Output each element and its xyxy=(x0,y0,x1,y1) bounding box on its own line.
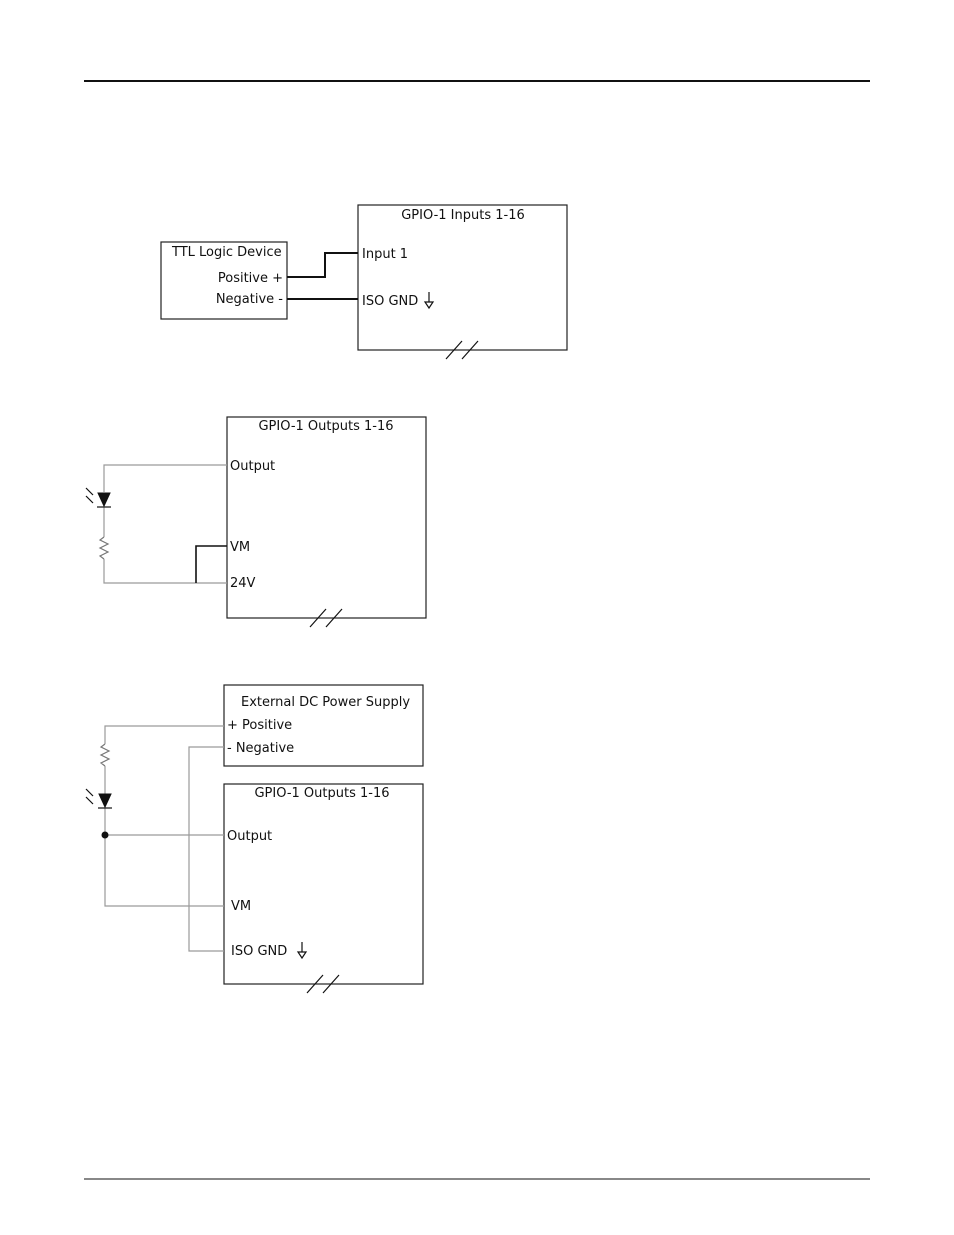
led-icon xyxy=(86,789,112,808)
v24-label: 24V xyxy=(230,576,256,591)
wire-resistor-to-24v xyxy=(104,559,227,583)
ttl-device-title: TTL Logic Device xyxy=(171,245,282,260)
junction-node-icon xyxy=(102,832,109,839)
gpio-outputs-title: GPIO-1 Outputs 1-16 xyxy=(258,419,393,434)
wire-led-node-to-vm xyxy=(105,808,224,906)
resistor-icon xyxy=(100,537,108,559)
resistor-icon xyxy=(101,744,109,766)
gpio-inputs-box xyxy=(358,205,567,350)
diagram-ttl-input: TTL Logic Device Positive + Negative - G… xyxy=(161,205,567,359)
jumper-vm-24v xyxy=(196,546,227,583)
power-supply-title: External DC Power Supply xyxy=(241,695,410,710)
gpio-inputs-title: GPIO-1 Inputs 1-16 xyxy=(401,208,525,223)
led-icon xyxy=(86,488,111,507)
wire-output-to-led xyxy=(104,465,227,492)
supply-positive-label: + Positive xyxy=(227,718,292,733)
vm-label: VM xyxy=(231,899,251,914)
gpio-outputs-box xyxy=(227,417,426,618)
ground-icon xyxy=(298,942,306,958)
input1-label: Input 1 xyxy=(362,247,408,262)
output-label: Output xyxy=(227,829,272,844)
wire-positive-to-input1 xyxy=(287,253,358,277)
ground-icon xyxy=(425,292,433,308)
supply-negative-label: - Negative xyxy=(227,741,294,756)
ttl-negative-label: Negative - xyxy=(216,292,283,307)
diagram-output-external: External DC Power Supply + Positive - Ne… xyxy=(86,685,423,993)
wire-negative-to-iso-gnd xyxy=(189,747,224,951)
gpio-outputs-title: GPIO-1 Outputs 1-16 xyxy=(254,786,389,801)
vm-label: VM xyxy=(230,540,250,555)
ttl-positive-label: Positive + xyxy=(218,271,283,286)
output-label: Output xyxy=(230,459,275,474)
iso-gnd-label: ISO GND xyxy=(362,294,418,309)
iso-gnd-label: ISO GND xyxy=(231,944,287,959)
wire-positive-to-resistor xyxy=(105,726,224,744)
diagram-output-internal: GPIO-1 Outputs 1-16 Output VM 24V xyxy=(86,417,426,627)
